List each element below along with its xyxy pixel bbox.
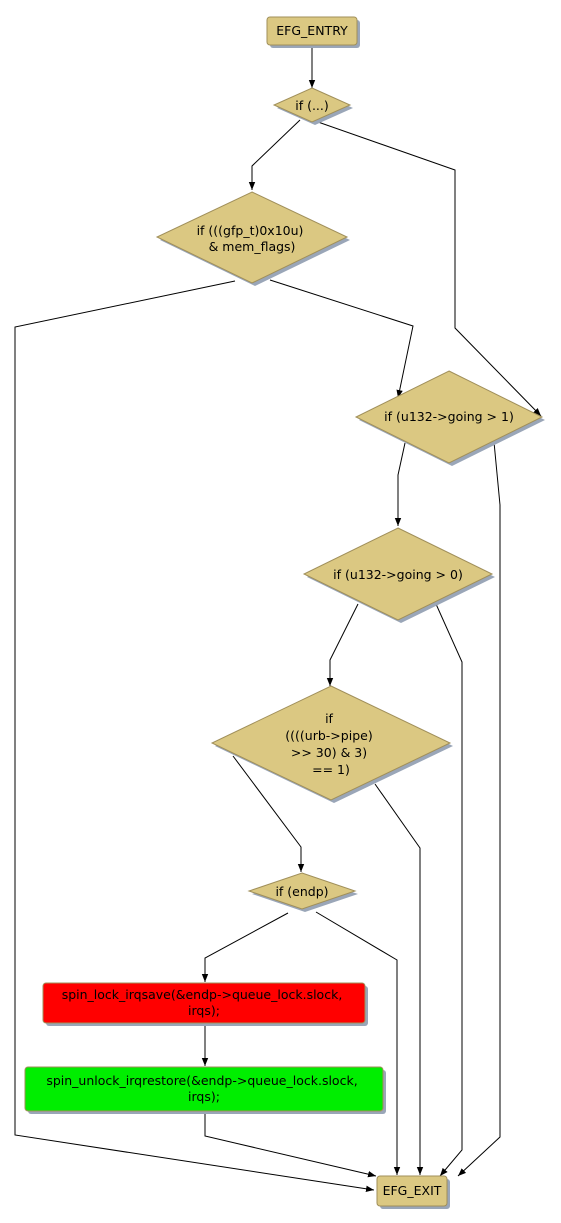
edge-if-endp-to-lock: [201, 912, 289, 982]
lock-statement-label: spin_lock_irqsave(&endp->queue_lock.sloc…: [62, 987, 347, 1018]
node-shadows: [28, 20, 545, 1209]
decision-if-going0: if (u132->going > 0): [302, 527, 494, 621]
entry-node: EFG_ENTRY: [266, 16, 358, 46]
edge-if-pipe-to-exit: [374, 783, 424, 1175]
edge-if-going0-to-if-pipe: [326, 603, 359, 686]
edge-if-going1-to-if-going0: [394, 442, 406, 526]
edge-if-going0-to-exit: [435, 603, 463, 1177]
decision-if-any-label: if (...): [295, 98, 329, 113]
edge-if-any-to-if-gfp: [248, 119, 301, 190]
exit-node: EFG_EXIT: [376, 1175, 448, 1207]
edge-if-pipe-to-if-endp: [232, 755, 305, 872]
exit-node-label: EFG_EXIT: [383, 1183, 442, 1198]
nodes: EFG_ENTRY if (...) if (((gfp_t)0x10u) & …: [24, 16, 544, 1207]
edge-if-gfp-to-exit: [14, 280, 375, 1192]
decision-if-going1-label: if (u132->going > 1): [384, 409, 514, 424]
edge-if-endp-to-exit: [315, 911, 401, 1175]
decision-if-gfp-label: if (((gfp_t)0x10u) & mem_flags): [197, 223, 308, 254]
decision-if-endp-label: if (endp): [275, 884, 328, 899]
entry-node-label: EFG_ENTRY: [276, 23, 348, 38]
unlock-statement-label: spin_unlock_irqrestore(&endp->queue_lock…: [46, 1073, 361, 1104]
decision-if-endp: if (endp): [247, 872, 357, 910]
decision-if-going1: if (u132->going > 1): [354, 370, 544, 464]
decision-if-pipe-label: if ((((urb->pipe) >> 30) & 3) == 1): [285, 711, 376, 777]
edge-unlock-to-exit: [204, 1111, 377, 1178]
decision-if-any: if (...): [272, 87, 352, 123]
unlock-statement-node: spin_unlock_irqrestore(&endp->queue_lock…: [24, 1066, 384, 1112]
decision-if-going0-label: if (u132->going > 0): [333, 567, 463, 582]
edge-if-gfp-to-if-going1: [269, 279, 414, 399]
decision-if-gfp: if (((gfp_t)0x10u) & mem_flags): [155, 191, 349, 284]
edge-if-going1-to-exit: [457, 441, 501, 1177]
edges: [14, 46, 542, 1192]
decision-if-pipe: if ((((urb->pipe) >> 30) & 3) == 1): [210, 685, 452, 801]
edge-if-any-to-if-going1: [317, 121, 542, 417]
lock-statement-node: spin_lock_irqsave(&endp->queue_lock.sloc…: [42, 982, 366, 1024]
